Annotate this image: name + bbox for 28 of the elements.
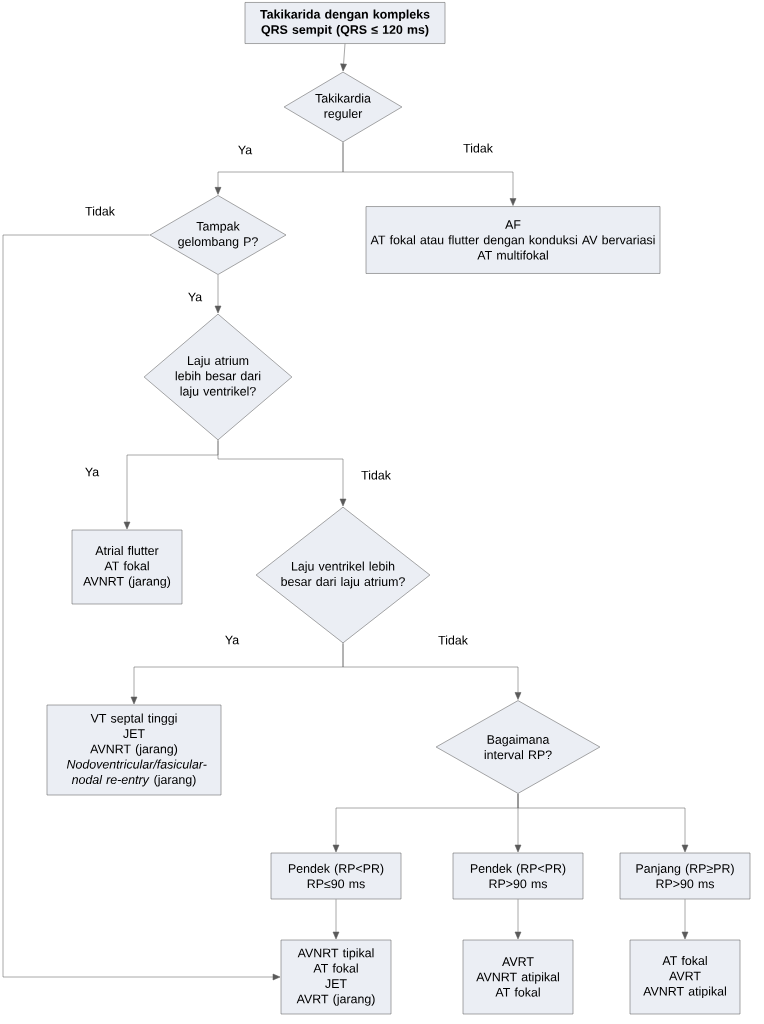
arrow — [342, 142, 517, 206]
process-box: Panjang (RP≥PR) RP>90 ms — [619, 852, 751, 900]
arrow — [514, 899, 522, 940]
process-box: Pendek (RP<PR) RP≤90 ms — [270, 852, 402, 900]
process-box: Takikarida dengan kompleks QRS sempit (QRS ≤ 120 ms) — [244, 2, 446, 44]
process-box: AF AT fokal atau flutter dengan konduksi AV bervariasi AT multifokal — [365, 206, 661, 274]
arrow — [217, 440, 347, 507]
edge-label: Ya — [236, 144, 254, 156]
arrow — [681, 899, 689, 940]
edge-label: Tidak — [436, 634, 470, 646]
edge-label: Ya — [186, 291, 204, 303]
edge-label: Ya — [83, 466, 101, 478]
process-box: Pendek (RP<PR) RP>90 ms — [452, 852, 584, 900]
process-box: Atrial flutter AT fokal AVNRT (jarang) — [71, 529, 183, 605]
edge-label: Tidak — [359, 469, 393, 481]
arrow — [332, 899, 340, 940]
process-box: AT fokal AVRT AVNRT atipikal — [629, 939, 741, 1015]
arrow — [340, 43, 347, 72]
arrow — [2, 234, 281, 981]
edge-label: Ya — [223, 634, 241, 646]
process-box: AVRT AVNRT atipikal AT fokal — [462, 939, 574, 1015]
edge-label: Tidak — [83, 205, 117, 217]
arrow — [214, 274, 222, 314]
process-box: AVNRT tipikal AT fokal JET AVRT (jarang) — [280, 939, 392, 1015]
arrow — [342, 643, 522, 700]
arrow — [517, 793, 689, 853]
process-box: VT septal tinggi JET AVNRT (jarang) Nodoventricular/fasicular-nodal re-entry (jarang) — [46, 704, 222, 796]
edge-label: Tidak — [461, 142, 495, 154]
